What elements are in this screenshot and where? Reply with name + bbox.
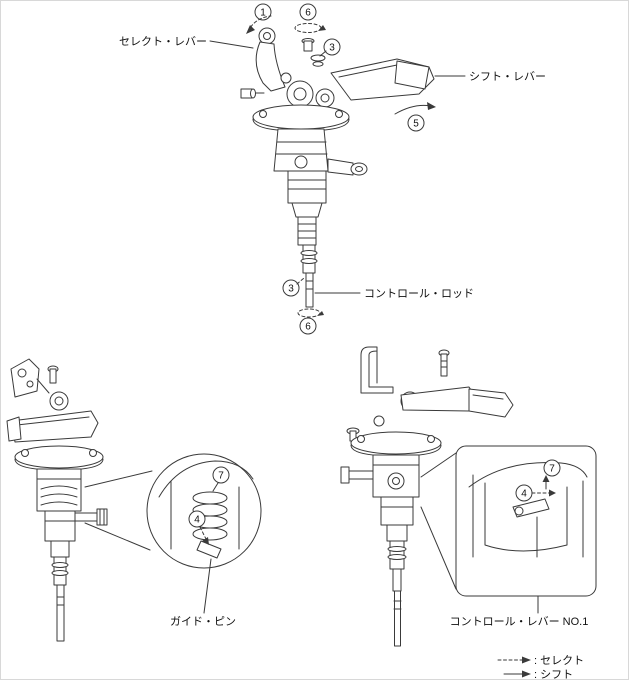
- legend-select-label: : セレクト: [534, 654, 584, 667]
- callout-7-right-arrowhead-icon: [542, 475, 550, 482]
- callout-4-right-arrowhead-icon: [549, 489, 556, 497]
- guide-pin-leader: [203, 558, 212, 614]
- callout-7-right-number: 7: [549, 464, 555, 475]
- legend-shift-label: : シフト: [534, 669, 573, 680]
- rotation-ellipse-bottom-arrowhead-icon: [317, 311, 324, 316]
- callout-6-top: 6: [299, 3, 317, 21]
- select-lever-label: セレクト・レバー: [119, 35, 207, 48]
- callout-7-left: 7: [212, 466, 230, 484]
- right-assembly: [340, 346, 514, 647]
- callout-6-top-number: 6: [305, 8, 311, 19]
- control-rod-label: コントロール・ロッド: [364, 288, 474, 300]
- rotation-ellipse-bottom: [297, 308, 321, 318]
- guide-pin-label: ガイド・ピン: [170, 615, 236, 628]
- callout-4-left-arrowhead-icon: [202, 537, 209, 545]
- rotation-ellipse-top: [294, 23, 322, 33]
- shift-motion-arrowhead-icon: [427, 102, 436, 110]
- guide-pin-part: [196, 540, 222, 559]
- right-detail-view: [420, 445, 597, 597]
- callout-4-right-number: 4: [521, 489, 527, 500]
- rotation-ellipse-top-arrowhead-icon: [318, 25, 326, 31]
- callout-3-bottom-number: 3: [288, 284, 294, 295]
- shift-lever-label: シフト・レバー: [469, 70, 546, 83]
- callout-3-top: 3: [323, 38, 341, 56]
- callout-4-left: 4: [188, 510, 206, 528]
- left-detail-view: [84, 453, 262, 569]
- callout-6-bottom: 6: [299, 317, 317, 335]
- callout-6-bottom-number: 6: [305, 322, 311, 333]
- control-lever-no1-label: コントロール・レバー NO.1: [450, 615, 589, 628]
- callout-7-left-number: 7: [218, 471, 224, 482]
- select-rotation-arrowhead-icon: [246, 25, 255, 34]
- callout-5-number: 5: [413, 119, 419, 130]
- callout-3-bottom-leader: [296, 277, 305, 285]
- right-detail-connector-lines: [420, 452, 457, 590]
- callout-3-bottom: 3: [282, 279, 300, 297]
- callout-4-right: 4: [515, 484, 533, 502]
- callout-3-top-number: 3: [329, 43, 335, 54]
- shift-motion-arrow: [394, 104, 432, 115]
- main-assembly: [240, 27, 435, 308]
- callout-7-right: 7: [543, 459, 561, 477]
- callout-5: 5: [407, 114, 425, 132]
- callout-4-left-number: 4: [194, 515, 200, 526]
- callout-3-top-leader: [319, 50, 327, 57]
- callout-7-left-leader: [212, 482, 219, 492]
- left-assembly: [6, 358, 108, 642]
- callout-1: 1: [254, 3, 272, 21]
- legend: : セレクト : シフト: [497, 654, 584, 680]
- left-detail-connector-lines: [84, 470, 153, 551]
- callout-1-number: 1: [260, 8, 266, 19]
- legend-dashed-arrowhead-icon: [522, 656, 531, 664]
- legend-solid-arrowhead-icon: [522, 670, 531, 678]
- select-lever-leader: [209, 40, 254, 49]
